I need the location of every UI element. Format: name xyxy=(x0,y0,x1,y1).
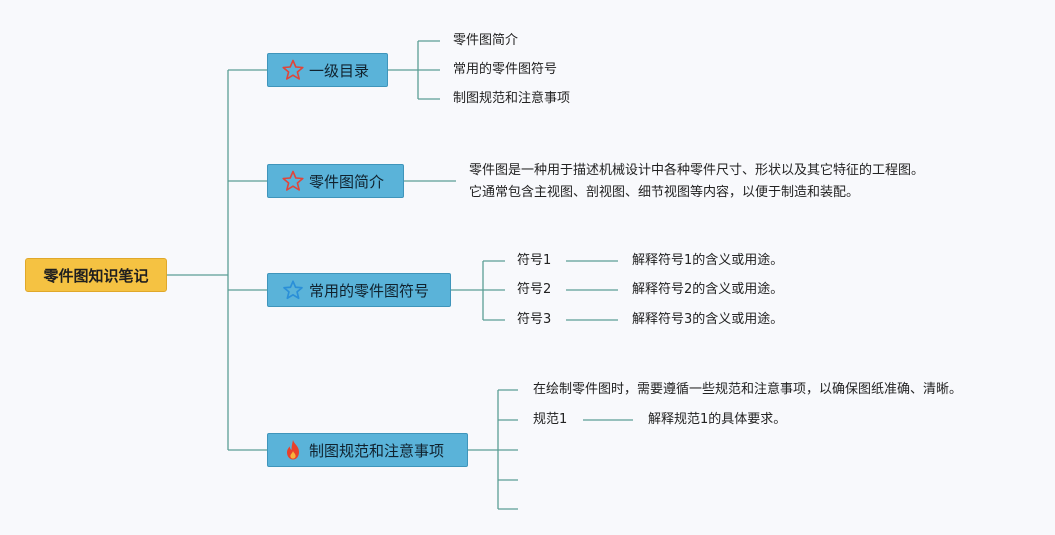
fire-icon xyxy=(280,437,306,463)
toc-item[interactable]: 制图规范和注意事项 xyxy=(453,91,571,106)
symbol-detail[interactable]: 解释符号1的含义或用途。 xyxy=(632,253,784,268)
intro-description[interactable]: 零件图是一种用于描述机械设计中各种零件尺寸、形状以及其它特征的工程图。 它通常包… xyxy=(469,160,924,204)
root-label: 零件图知识笔记 xyxy=(43,266,149,285)
branch-node-standards[interactable]: 制图规范和注意事项 xyxy=(267,433,468,467)
branch-node-symbols[interactable]: 常用的零件图符号 xyxy=(267,273,451,307)
star-outline-icon xyxy=(280,168,306,194)
intro-description-line: 它通常包含主视图、剖视图、细节视图等内容，以便于制造和装配。 xyxy=(469,185,860,200)
branch-label: 一级目录 xyxy=(309,61,370,80)
standards-intro[interactable]: 在绘制零件图时，需要遵循一些规范和注意事项，以确保图纸准确、清晰。 xyxy=(533,382,963,397)
toc-item[interactable]: 常用的零件图符号 xyxy=(453,62,558,77)
star-outline-icon xyxy=(280,277,306,303)
star-outline-icon xyxy=(280,57,306,83)
symbol-item[interactable]: 符号2 xyxy=(517,282,552,297)
intro-description-line: 零件图是一种用于描述机械设计中各种零件尺寸、形状以及其它特征的工程图。 xyxy=(469,163,925,178)
symbol-detail[interactable]: 解释符号3的含义或用途。 xyxy=(632,312,784,327)
root-node[interactable]: 零件图知识笔记 xyxy=(25,258,167,292)
standard-item[interactable]: 规范1 xyxy=(533,412,568,427)
branch-label: 常用的零件图符号 xyxy=(309,281,430,300)
branch-node-toc[interactable]: 一级目录 xyxy=(267,53,388,87)
symbol-item[interactable]: 符号1 xyxy=(517,253,552,268)
symbol-item[interactable]: 符号3 xyxy=(517,312,552,327)
toc-item[interactable]: 零件图简介 xyxy=(453,33,519,48)
symbol-detail[interactable]: 解释符号2的含义或用途。 xyxy=(632,282,784,297)
branch-label: 制图规范和注意事项 xyxy=(309,441,445,460)
standard-detail[interactable]: 解释规范1的具体要求。 xyxy=(648,412,787,427)
branch-label: 零件图简介 xyxy=(309,172,385,191)
branch-node-intro[interactable]: 零件图简介 xyxy=(267,164,404,198)
